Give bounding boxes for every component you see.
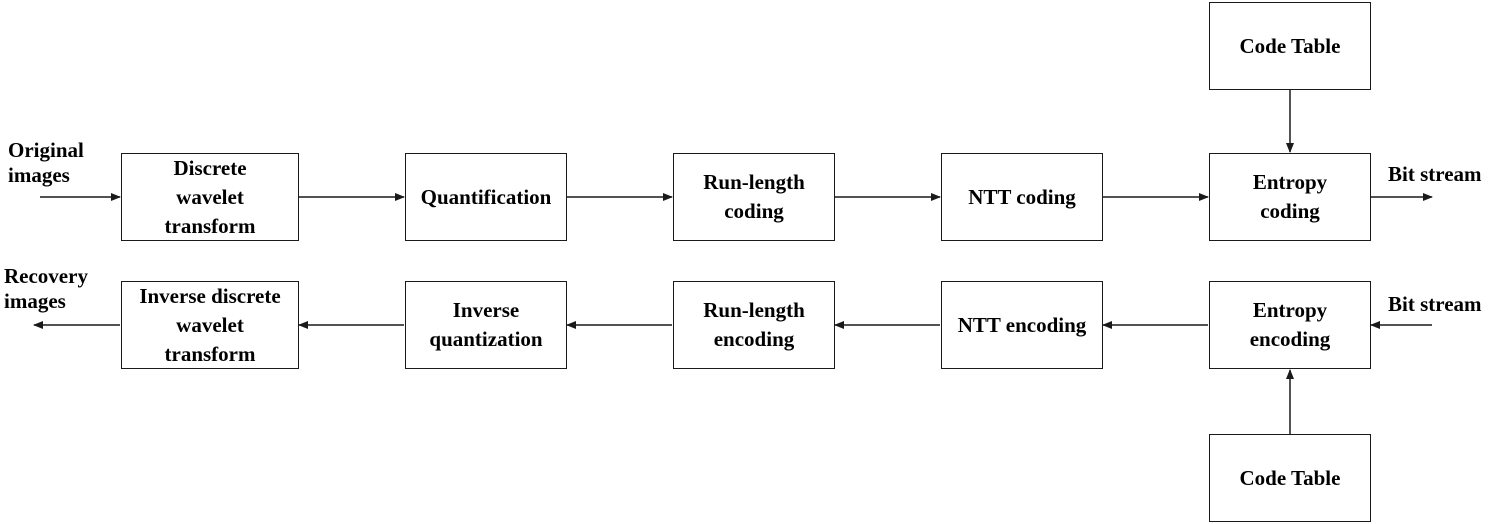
bit-stream-input-label: Bit stream xyxy=(1388,292,1482,316)
original-images-label: Original images xyxy=(8,138,84,187)
step-inverse-discrete-wavelet-transform: Inverse discrete wavelet transform xyxy=(121,281,299,369)
recovery-images-label: Recovery images xyxy=(4,264,88,313)
step-entropy-coding: Entropy coding xyxy=(1209,153,1371,241)
step-ntt-encoding: NTT encoding xyxy=(941,281,1103,369)
code-table-top: Code Table xyxy=(1209,2,1371,90)
step-inverse-quantization: Inverse quantization xyxy=(405,281,567,369)
code-table-bottom: Code Table xyxy=(1209,434,1371,522)
bit-stream-output-label: Bit stream xyxy=(1388,162,1482,186)
step-entropy-encoding: Entropy encoding xyxy=(1209,281,1371,369)
step-run-length-coding: Run-length coding xyxy=(673,153,835,241)
step-quantification: Quantification xyxy=(405,153,567,241)
step-run-length-encoding: Run-length encoding xyxy=(673,281,835,369)
step-ntt-coding: NTT coding xyxy=(941,153,1103,241)
step-discrete-wavelet-transform: Discrete wavelet transform xyxy=(121,153,299,241)
